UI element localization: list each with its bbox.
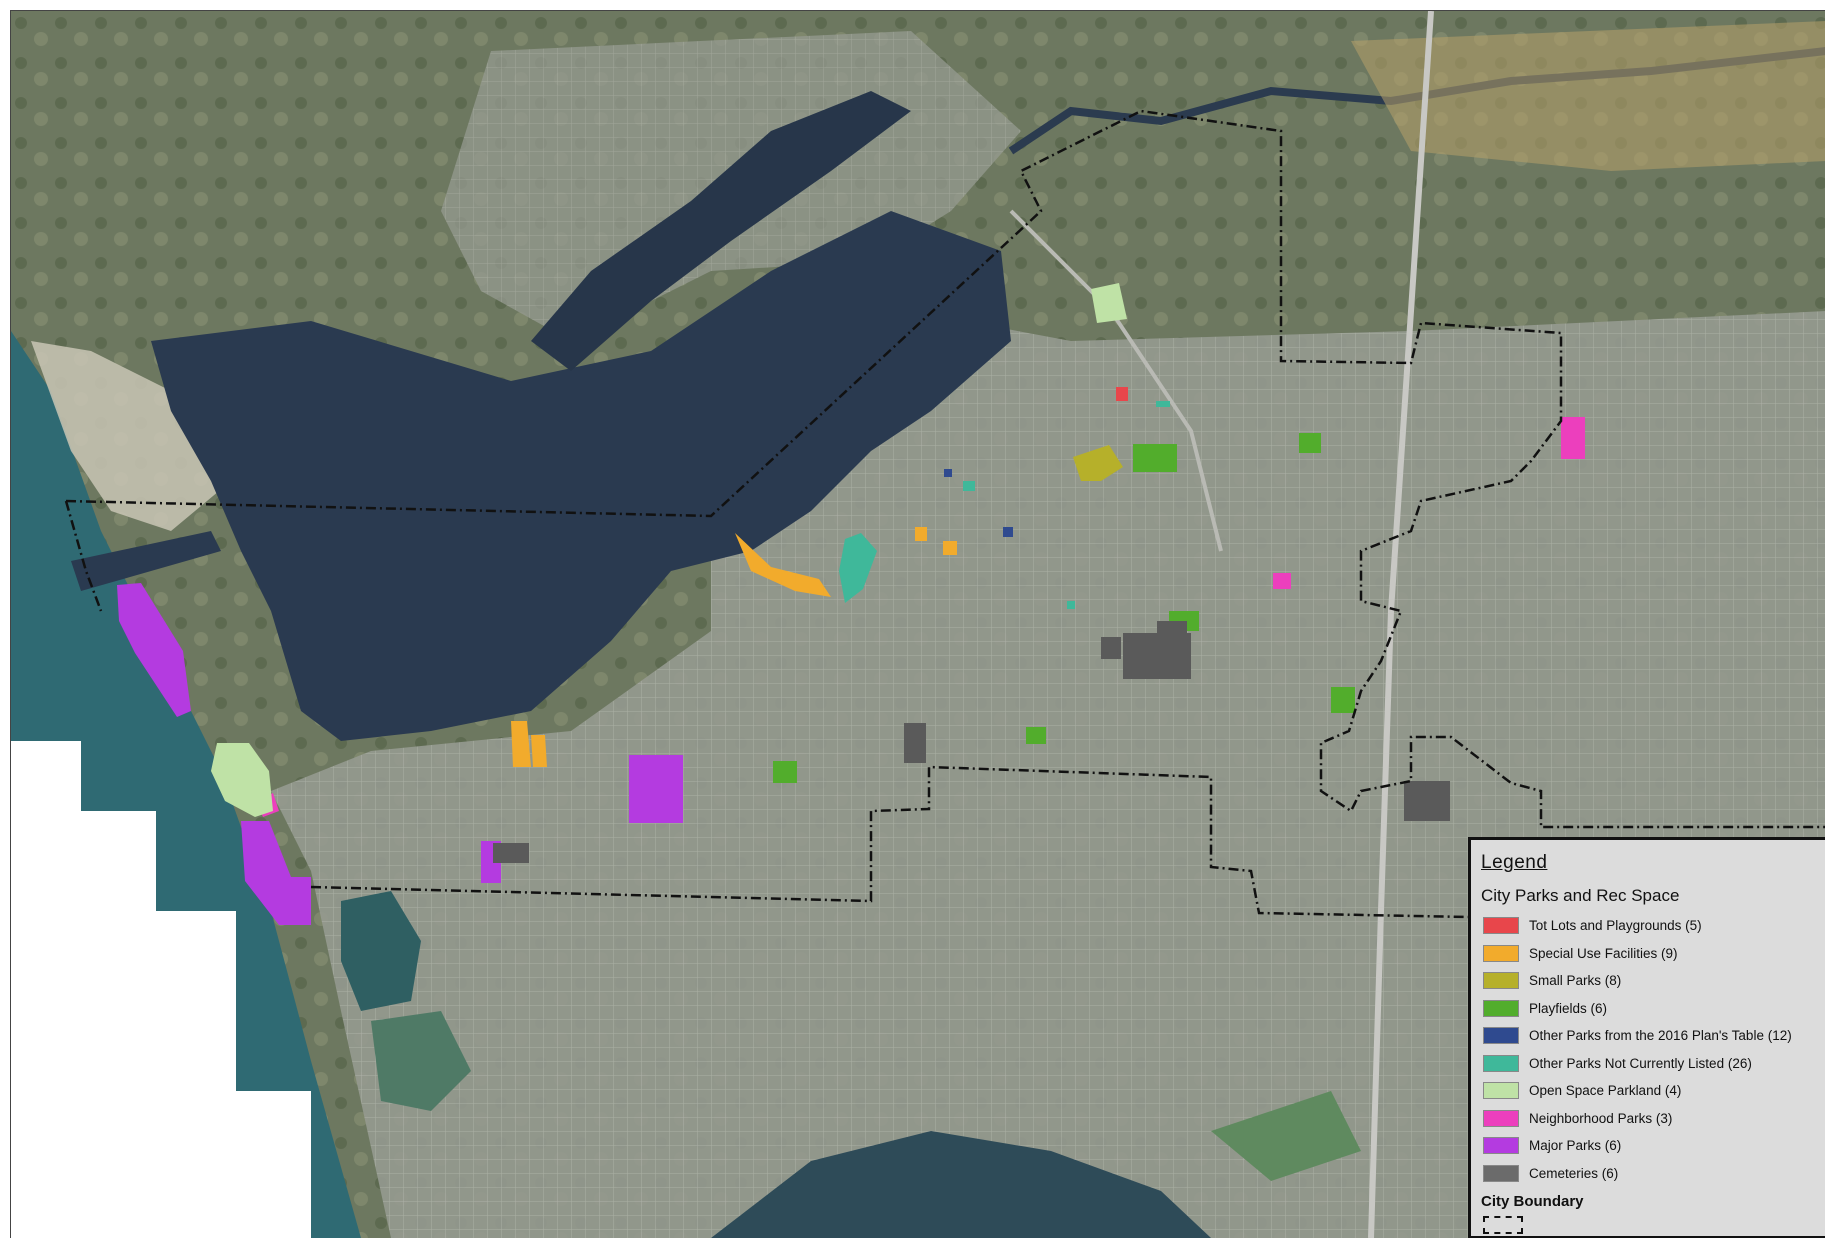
open-space-parkland[interactable]: [1091, 283, 1127, 323]
legend-item: Neighborhood Parks (3): [1481, 1105, 1825, 1133]
cemetery[interactable]: [1101, 637, 1121, 659]
city-boundary-west: [64, 500, 103, 612]
legend-item-label: Open Space Parkland (4): [1529, 1083, 1682, 1099]
city-boundary-label: City Boundary: [1481, 1193, 1584, 1210]
other-park-2016-table[interactable]: [944, 469, 952, 477]
bear-lake: [531, 91, 911, 371]
legend-swatch: [1483, 917, 1519, 935]
neighborhood-park[interactable]: [1273, 573, 1291, 589]
legend-item-label: Cemeteries (6): [1529, 1165, 1619, 1181]
legend-item-label: Playfields (6): [1529, 1000, 1608, 1016]
playfield-park[interactable]: [1133, 444, 1177, 472]
legend-item-label: Special Use Facilities (9): [1529, 945, 1678, 961]
legend-item: Cemeteries (6): [1481, 1160, 1825, 1188]
special-use-facility[interactable]: [735, 533, 831, 597]
legend-item-label: Other Parks from the 2016 Plan's Table (…: [1529, 1028, 1792, 1044]
mona-lake: [711, 1131, 1211, 1238]
dunes: [31, 341, 231, 531]
legend-item-label: Neighborhood Parks (3): [1529, 1110, 1673, 1126]
legend-item: Other Parks from the 2016 Plan's Table (…: [1481, 1022, 1825, 1050]
map-canvas[interactable]: [11, 11, 1825, 1238]
other-park-2016-table[interactable]: [1003, 527, 1013, 537]
legend-item: Open Space Parkland (4): [1481, 1077, 1825, 1105]
legend-items: Tot Lots and Playgrounds (5) Special Use …: [1481, 912, 1825, 1187]
legend-item: Major Parks (6): [1481, 1132, 1825, 1160]
open-space-parkland[interactable]: [211, 743, 273, 817]
special-use-facility[interactable]: [511, 721, 531, 767]
channel: [71, 531, 221, 591]
legend-swatch: [1483, 1109, 1519, 1127]
cemetery[interactable]: [904, 723, 926, 763]
playfield-park[interactable]: [1299, 433, 1321, 453]
playfield-park[interactable]: [1331, 687, 1355, 713]
legend-swatch: [1483, 1082, 1519, 1100]
aerial-map[interactable]: Legend City Parks and Rec Space Tot Lots…: [10, 10, 1825, 1238]
major-park[interactable]: [241, 821, 311, 925]
muskegon-lake: [151, 211, 1011, 741]
legend-group-title: City Parks and Rec Space: [1481, 886, 1680, 905]
south-lake-1: [341, 891, 421, 1011]
urban-area: [271, 311, 1825, 1238]
legend-item-label: Other Parks Not Currently Listed (26): [1529, 1055, 1752, 1071]
south-lake-2: [371, 1011, 471, 1111]
special-use-facility[interactable]: [943, 541, 957, 555]
legend-item: Special Use Facilities (9): [1481, 940, 1825, 968]
map-legend: Legend City Parks and Rec Space Tot Lots…: [1468, 837, 1825, 1238]
highway: [1368, 11, 1434, 1238]
legend-swatch: [1483, 944, 1519, 962]
legend-swatch: [1483, 1164, 1519, 1182]
legend-item: Tot Lots and Playgrounds (5): [1481, 912, 1825, 940]
special-use-facility[interactable]: [915, 527, 927, 541]
legend-item: Playfields (6): [1481, 995, 1825, 1023]
other-park-unlisted[interactable]: [839, 533, 877, 603]
other-park-unlisted[interactable]: [1067, 601, 1075, 609]
wetland-east: [1211, 1091, 1361, 1181]
legend-swatch: [1483, 1137, 1519, 1155]
cemetery[interactable]: [1404, 781, 1450, 821]
neighborhood-park[interactable]: [1561, 417, 1585, 459]
other-park-unlisted[interactable]: [1156, 401, 1170, 407]
cemetery[interactable]: [1157, 621, 1187, 647]
legend-swatch: [1483, 972, 1519, 990]
major-park[interactable]: [629, 755, 683, 823]
major-park[interactable]: [117, 583, 191, 717]
legend-swatch: [1483, 999, 1519, 1017]
city-boundary-south: [310, 765, 1469, 919]
legend-item: Other Parks Not Currently Listed (26): [1481, 1050, 1825, 1078]
playfield-park[interactable]: [773, 761, 797, 783]
legend-item-label: Major Parks (6): [1529, 1138, 1622, 1154]
other-park-unlisted[interactable]: [963, 481, 975, 491]
legend-item-label: Tot Lots and Playgrounds (5): [1529, 918, 1702, 934]
marsh-north: [1351, 21, 1825, 171]
city-boundary-swatch: [1483, 1216, 1523, 1234]
cemetery[interactable]: [493, 843, 529, 863]
tot-lot-park[interactable]: [1116, 387, 1128, 401]
legend-swatch: [1483, 1054, 1519, 1072]
special-use-facility[interactable]: [531, 735, 547, 767]
legend-swatch: [1483, 1027, 1519, 1045]
legend-title: Legend: [1481, 852, 1548, 873]
legend-item: Small Parks (8): [1481, 967, 1825, 995]
small-park[interactable]: [1073, 445, 1123, 481]
roadway-diagonal: [1009, 209, 1223, 552]
playfield-park[interactable]: [1026, 727, 1046, 744]
no-data-area: [11, 741, 311, 1238]
legend-item-label: Small Parks (8): [1529, 973, 1622, 989]
city-boundary: [65, 109, 1825, 829]
